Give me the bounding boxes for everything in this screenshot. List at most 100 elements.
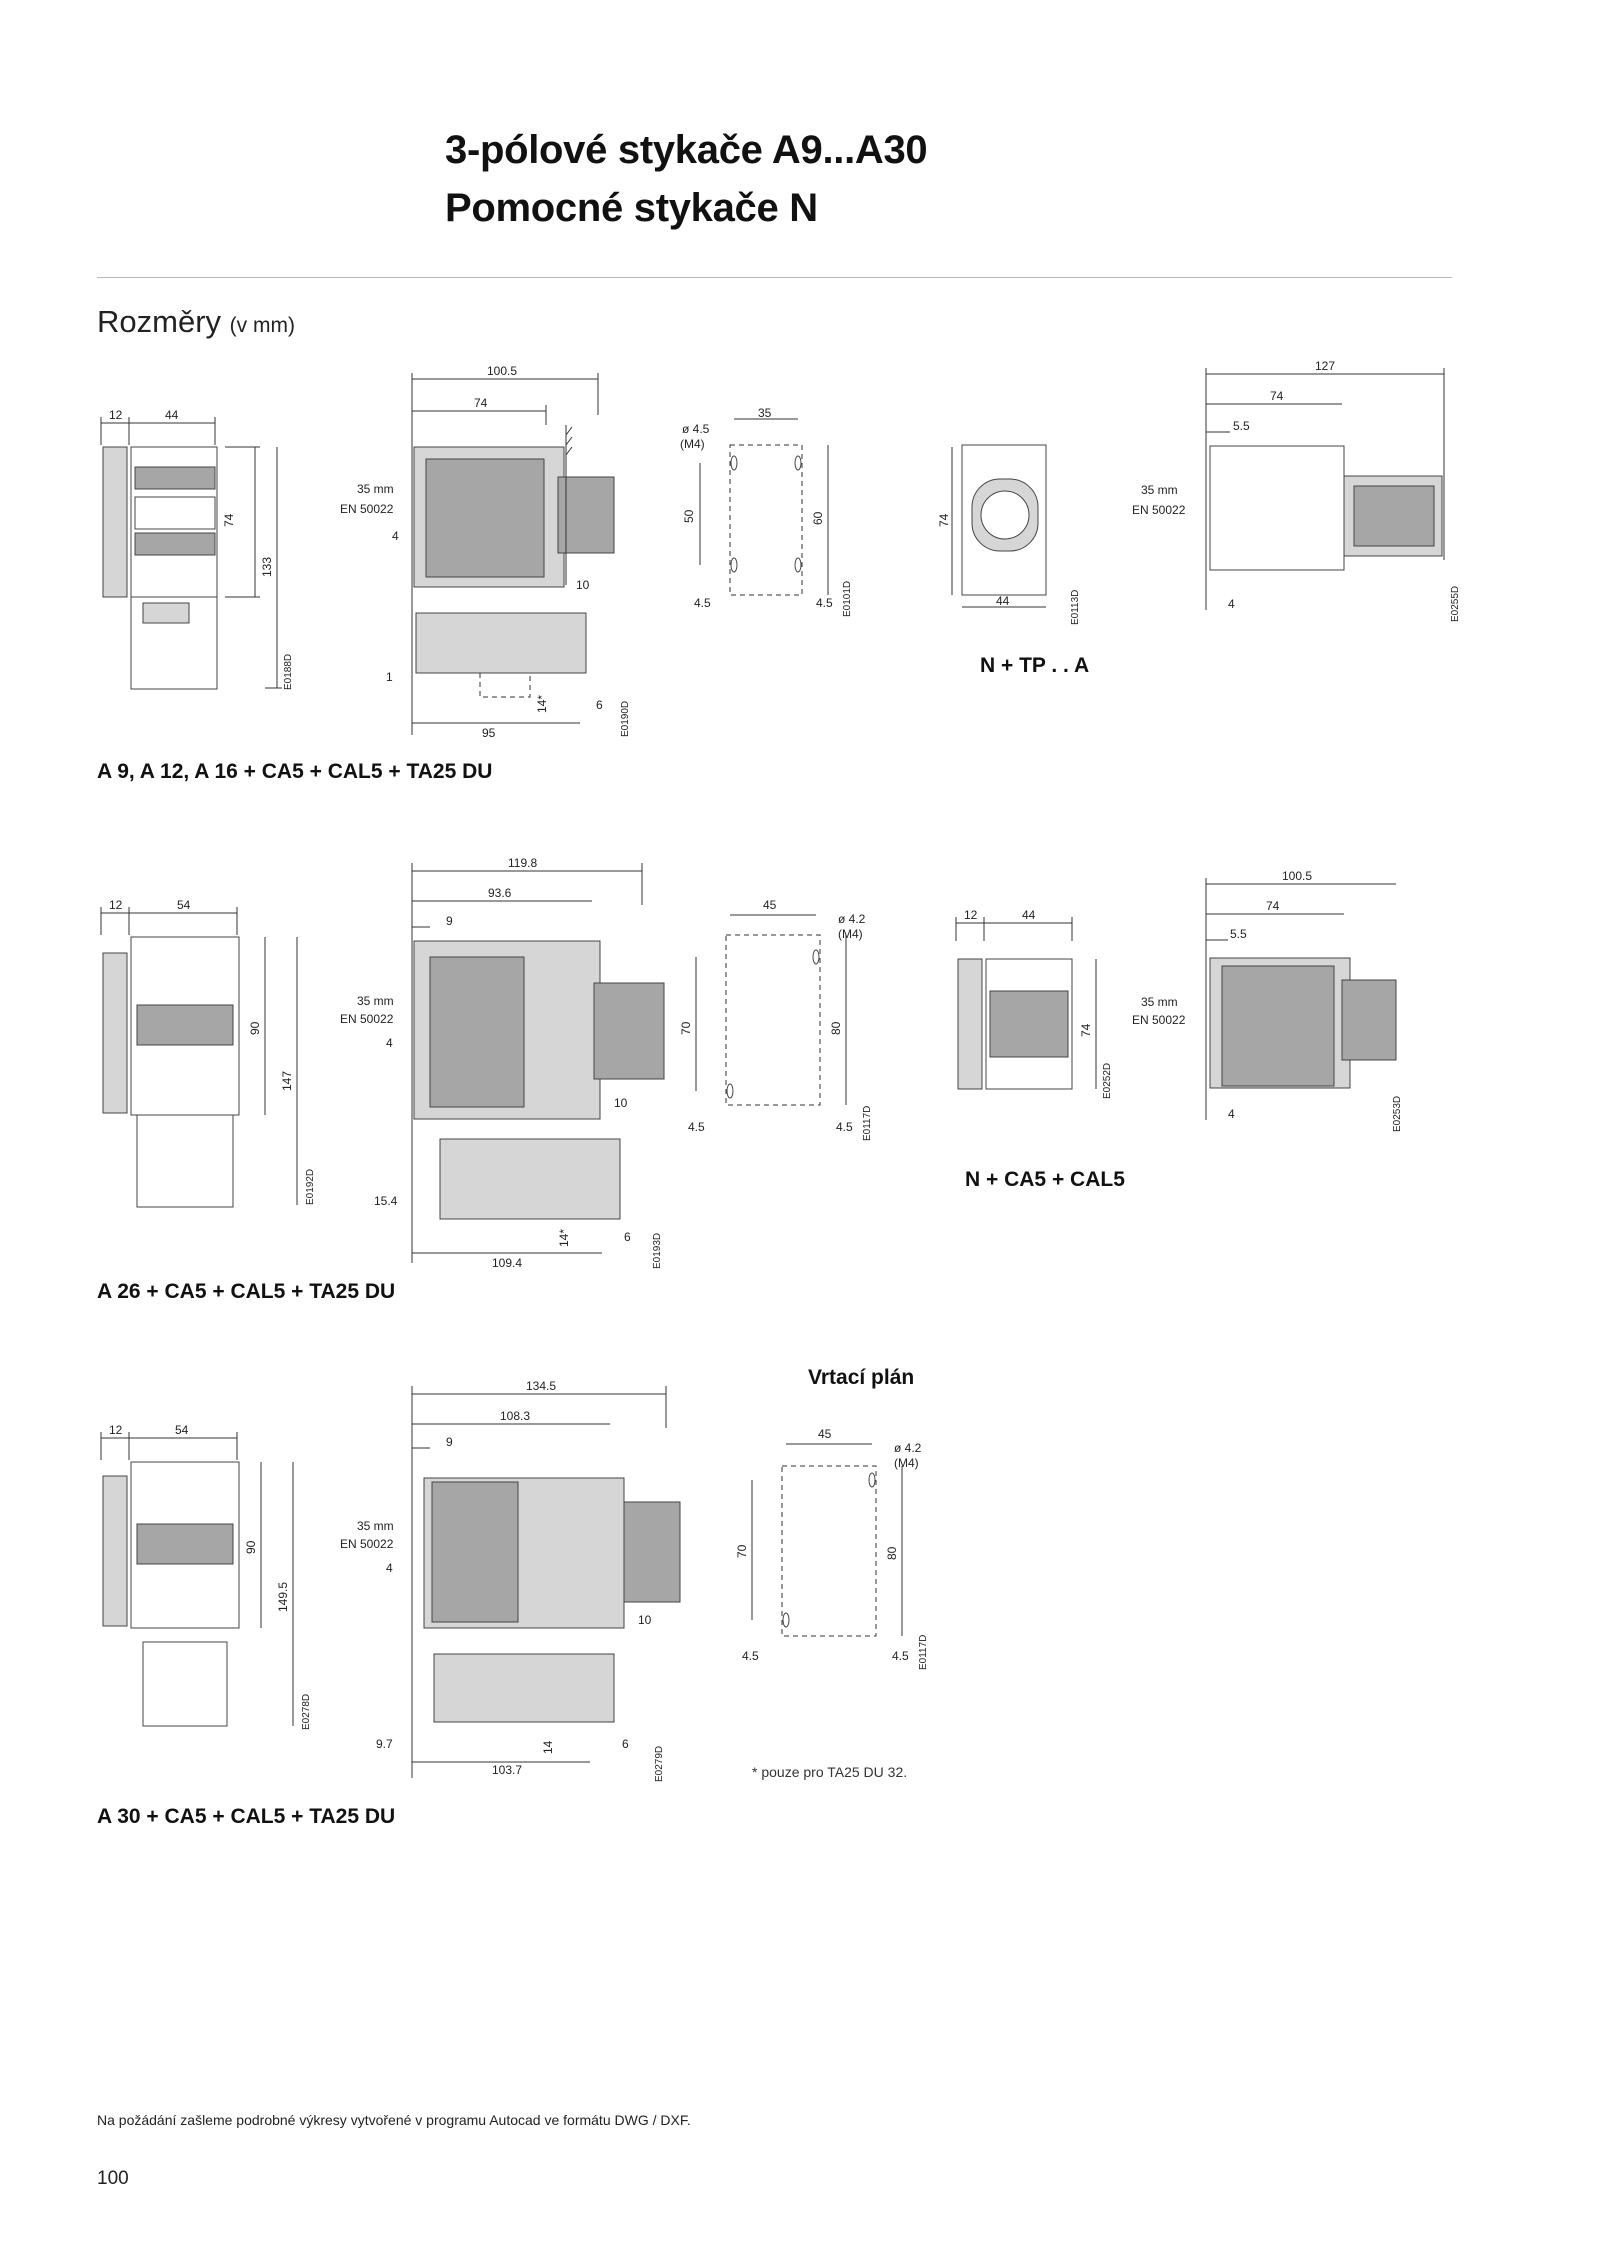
side-dim-d4: 10	[638, 1613, 652, 1627]
nca-front-code: E0252D	[1102, 1063, 1113, 1099]
side-code: E0193D	[652, 1233, 663, 1269]
front-code: E0188D	[283, 654, 294, 690]
drill-dim-w: 45	[818, 1427, 832, 1441]
side-view-a30: 134.5 108.3 9 35 mm EN 50022 4 10 9.7 14…	[340, 1379, 681, 1782]
section-heading-unit: (v mm)	[229, 314, 295, 337]
ntp-side-code: E0255D	[1450, 586, 1461, 622]
side-dim-d7: 6	[622, 1737, 629, 1751]
drill-dim-h1: 70	[735, 1544, 749, 1558]
side-view-ntp: 127 74 5.5 35 mm EN 50022 4 E0255D	[1132, 359, 1461, 622]
header-divider	[97, 277, 1452, 278]
front-dim-w2: 54	[175, 1423, 189, 1437]
side-dim-d3: 4	[386, 1561, 393, 1575]
drill-dim-o2: 4.5	[816, 596, 833, 610]
side-dim-d4: 10	[576, 578, 590, 592]
footnote: * pouze pro TA25 DU 32.	[752, 1764, 908, 1780]
drill-dim-o1: 4.5	[688, 1120, 705, 1134]
front-dim-w1: 12	[109, 1423, 123, 1437]
drill-plan-a9: 35 ø 4.5 (M4) 50 60 4.5 4.5 E0101D	[680, 406, 853, 617]
ntp-front-dim-h: 74	[937, 513, 951, 527]
nca-side-rail-2: EN 50022	[1132, 1013, 1186, 1027]
footer-note: Na požádání zašleme podrobné výkresy vyt…	[97, 2112, 691, 2128]
front-dim-w2: 44	[165, 408, 179, 422]
drill-code: E0117D	[862, 1106, 873, 1141]
side-view-a9: 100.5 74 35 mm EN 50022 4 10 1 14* 6 95 …	[340, 364, 631, 740]
nca-front-dim-w2: 44	[1022, 908, 1036, 922]
side-dim-d8: 95	[482, 726, 496, 740]
side-dim-d1: 134.5	[526, 1379, 556, 1393]
drill-code: E0117D	[918, 1635, 929, 1670]
ntp-front-code: E0113D	[1070, 590, 1081, 625]
nca-side-dim-d3: 4	[1228, 1107, 1235, 1121]
front-view-ntp: 74 44 E0113D	[937, 444, 1081, 625]
front-view-a9: 12 44 74 133 E0188D	[100, 408, 294, 690]
nca-front-dim-w1: 12	[964, 908, 978, 922]
nca-side-dim-d2: 74	[1266, 899, 1280, 913]
drill-dim-h2: 60	[811, 511, 825, 525]
side-dim-d1: 100.5	[487, 364, 517, 378]
side-rail-1: 35 mm	[357, 1519, 394, 1533]
side-rail-2: EN 50022	[340, 502, 394, 516]
drill-hole-2: (M4)	[894, 1456, 919, 1470]
drill-hole-2: (M4)	[838, 927, 863, 941]
caption-row-1: A 9, A 12, A 16 + CA5 + CAL5 + TA25 DU	[97, 760, 493, 783]
side-code: E0190D	[620, 701, 631, 737]
section-heading: Rozměry (v mm)	[97, 304, 295, 340]
page-number: 100	[97, 2168, 129, 2189]
side-dim-d6: 14*	[557, 1229, 571, 1247]
drill-hole-1: ø 4.2	[838, 912, 866, 926]
nca-side-dim-d0: 5.5	[1230, 927, 1247, 941]
ntp-side-rail-2: EN 50022	[1132, 503, 1186, 517]
drill-hole-2: (M4)	[680, 437, 705, 451]
side-dim-d2: 74	[474, 396, 488, 410]
front-dim-h2: 147	[280, 1071, 294, 1091]
drill-dim-w: 35	[758, 406, 772, 420]
side-dim-d0: 9	[446, 1435, 453, 1449]
page-subtitle: Pomocné stykače N	[445, 186, 818, 230]
side-dim-d1: 119.8	[508, 856, 537, 870]
section-heading-text: Rozměry	[97, 304, 222, 339]
side-view-nca: 100.5 74 5.5 35 mm EN 50022 4 E0253D	[1132, 869, 1403, 1132]
side-dim-d8: 103.7	[492, 1763, 522, 1777]
side-view-a26: 119.8 93.6 9 35 mm EN 50022 4 10 15.4 14…	[340, 856, 665, 1270]
front-dim-h2: 149.5	[276, 1582, 290, 1612]
ntp-side-dim-d3: 4	[1228, 597, 1235, 611]
front-dim-h1: 90	[248, 1021, 262, 1035]
ntp-side-dim-d2: 74	[1270, 389, 1284, 403]
ntp-side-rail-1: 35 mm	[1141, 483, 1178, 497]
side-rail-1: 35 mm	[357, 482, 394, 496]
front-dim-h2: 133	[260, 557, 274, 577]
drill-plan-a30: 45 ø 4.2 (M4) 70 80 4.5 4.5 E0117D	[735, 1427, 929, 1670]
ntp-front-dim-w: 44	[996, 594, 1010, 608]
caption-row-3: A 30 + CA5 + CAL5 + TA25 DU	[97, 1805, 396, 1828]
front-code: E0278D	[301, 1694, 312, 1730]
front-dim-w1: 12	[109, 898, 123, 912]
nca-side-dim-d1: 100.5	[1282, 869, 1312, 883]
nca-side-code: E0253D	[1392, 1096, 1403, 1132]
drill-plan-heading: Vrtací plán	[808, 1366, 915, 1389]
drill-dim-h2: 80	[885, 1546, 899, 1560]
side-dim-d5: 15.4	[374, 1194, 398, 1208]
front-dim-w2: 54	[177, 898, 191, 912]
caption-nca: N + CA5 + CAL5	[965, 1168, 1125, 1191]
drill-code: E0101D	[842, 581, 853, 617]
drill-dim-w: 45	[763, 898, 777, 912]
front-dim-h1: 90	[244, 1540, 258, 1554]
drill-dim-o1: 4.5	[742, 1649, 759, 1663]
side-rail-1: 35 mm	[357, 994, 394, 1008]
side-dim-d2: 108.3	[500, 1409, 530, 1423]
side-dim-d4: 10	[614, 1096, 628, 1110]
front-dim-w1: 12	[109, 408, 123, 422]
nca-front-dim-h: 74	[1079, 1023, 1093, 1037]
caption-row-2: A 26 + CA5 + CAL5 + TA25 DU	[97, 1280, 396, 1303]
drill-dim-o2: 4.5	[836, 1120, 853, 1134]
drill-dim-h2: 80	[829, 1021, 843, 1035]
front-view-nca: 12 44 74 E0252D	[955, 908, 1113, 1099]
side-dim-d6: 14	[541, 1740, 555, 1754]
side-dim-d7: 6	[624, 1230, 631, 1244]
ntp-side-dim-d1: 127	[1315, 359, 1335, 373]
front-view-a26: 12 54 90 147 E0192D	[100, 898, 316, 1208]
drill-plan-a26: 45 ø 4.2 (M4) 70 80 4.5 4.5 E0117D	[679, 898, 873, 1141]
side-dim-d5: 9.7	[376, 1737, 393, 1751]
caption-ntp: N + TP . . A	[980, 654, 1090, 677]
